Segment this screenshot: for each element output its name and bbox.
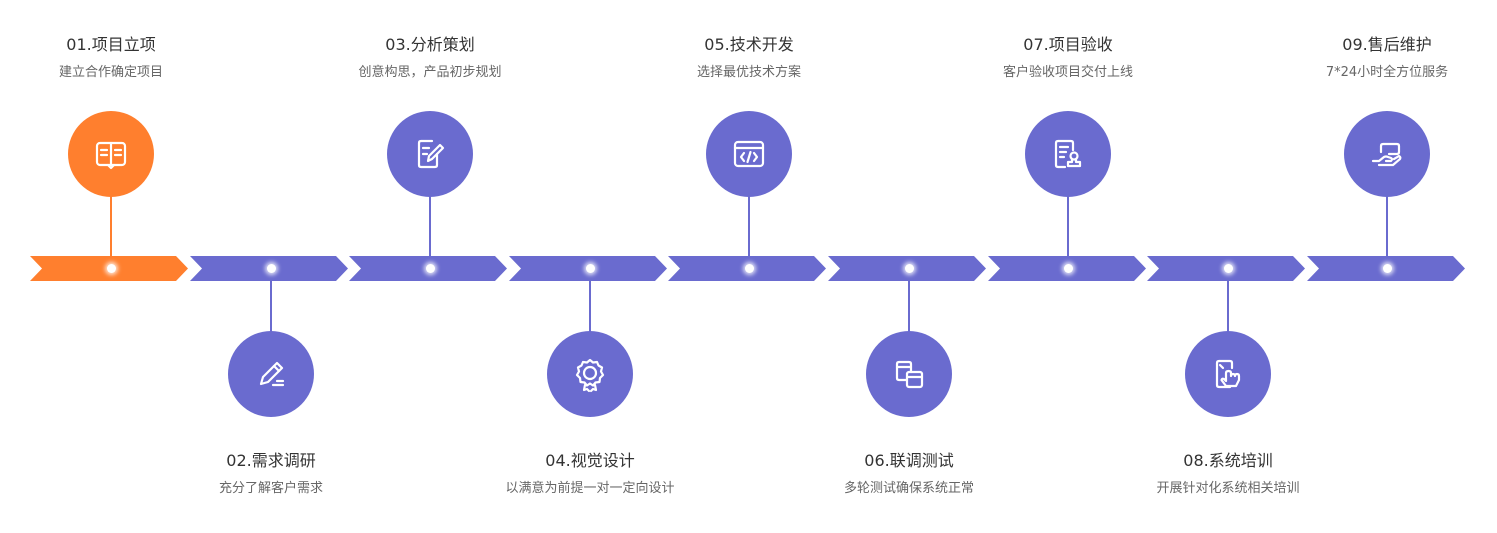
step-title: 06.联调测试 xyxy=(809,451,1009,471)
connector-line xyxy=(110,196,112,258)
touch-screen-icon xyxy=(1208,354,1248,394)
step-icon-circle[interactable] xyxy=(1025,111,1111,197)
step-description: 7*24小时全方位服务 xyxy=(1277,64,1497,82)
timeline-node-dot xyxy=(586,264,595,273)
timeline-node-dot xyxy=(1383,264,1392,273)
book-icon xyxy=(91,134,131,174)
timeline-node-dot xyxy=(426,264,435,273)
pencil-icon xyxy=(251,354,291,394)
step-title: 05.技术开发 xyxy=(649,35,849,55)
step-icon-circle[interactable] xyxy=(866,331,952,417)
connector-line xyxy=(1067,196,1069,258)
step-description: 创意构思，产品初步规划 xyxy=(320,64,540,82)
step-title: 08.系统培训 xyxy=(1128,451,1328,471)
step-title: 01.项目立项 xyxy=(11,35,211,55)
timeline-node-dot xyxy=(745,264,754,273)
step-icon-circle[interactable] xyxy=(68,111,154,197)
connector-line xyxy=(1227,281,1229,333)
award-badge-icon xyxy=(570,354,610,394)
connector-line xyxy=(270,281,272,333)
connector-line xyxy=(589,281,591,333)
timeline-node-dot xyxy=(1224,264,1233,273)
step-icon-circle[interactable] xyxy=(1185,331,1271,417)
connector-line xyxy=(748,196,750,258)
step-title: 02.需求调研 xyxy=(171,451,371,471)
step-title: 07.项目验收 xyxy=(968,35,1168,55)
step-title: 04.视觉设计 xyxy=(490,451,690,471)
code-window-icon xyxy=(729,134,769,174)
hand-support-icon xyxy=(1367,134,1407,174)
step-description: 充分了解客户需求 xyxy=(161,480,381,498)
step-description: 客户验收项目交付上线 xyxy=(958,64,1178,82)
timeline-node-dot xyxy=(267,264,276,273)
timeline-node-dot xyxy=(905,264,914,273)
step-title: 09.售后维护 xyxy=(1287,35,1487,55)
step-description: 开展针对化系统相关培训 xyxy=(1118,480,1338,498)
step-icon-circle[interactable] xyxy=(547,331,633,417)
overlap-windows-icon xyxy=(889,354,929,394)
connector-line xyxy=(1386,196,1388,258)
step-description: 选择最优技术方案 xyxy=(639,64,859,82)
step-icon-circle[interactable] xyxy=(1344,111,1430,197)
step-description: 以满意为前提一对一定向设计 xyxy=(480,480,700,498)
document-stamp-icon xyxy=(1048,134,1088,174)
connector-line xyxy=(908,281,910,333)
step-icon-circle[interactable] xyxy=(228,331,314,417)
step-title: 03.分析策划 xyxy=(330,35,530,55)
timeline-node-dot xyxy=(1064,264,1073,273)
step-icon-circle[interactable] xyxy=(387,111,473,197)
edit-document-icon xyxy=(410,134,450,174)
timeline-node-dot xyxy=(107,264,116,273)
step-description: 建立合作确定项目 xyxy=(1,64,221,82)
connector-line xyxy=(429,196,431,258)
step-icon-circle[interactable] xyxy=(706,111,792,197)
step-description: 多轮测试确保系统正常 xyxy=(799,480,1019,498)
